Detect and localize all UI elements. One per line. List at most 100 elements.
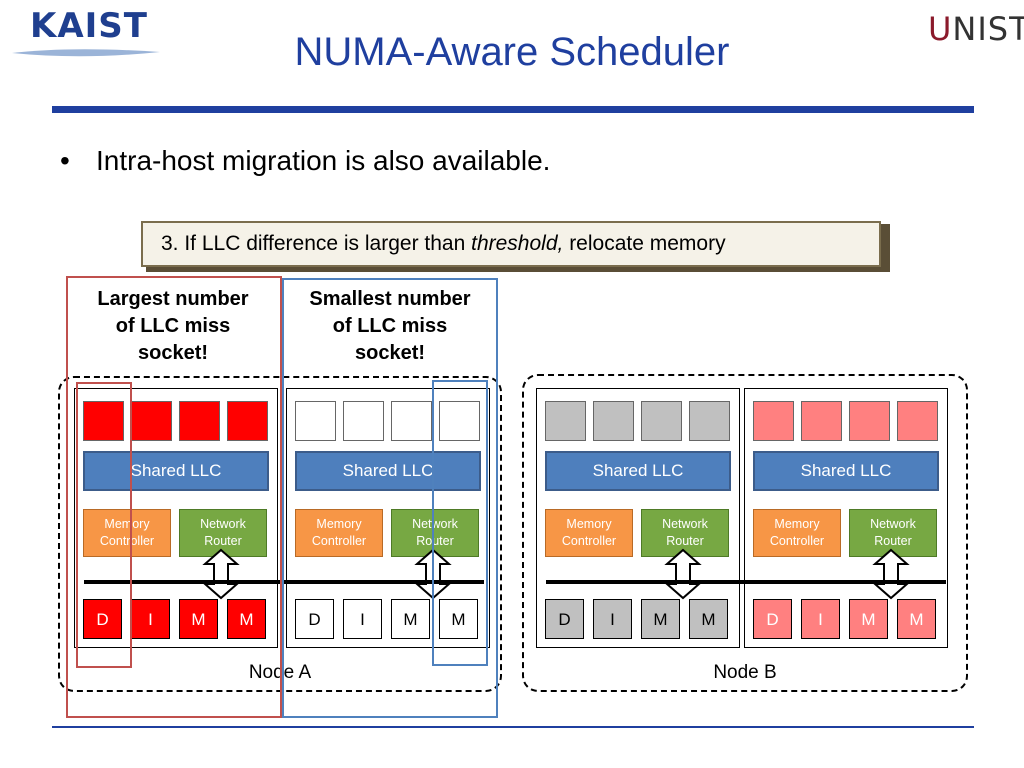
callout-box: 3. If LLC difference is larger than thre… [141, 221, 881, 267]
bullet-marker: • [60, 145, 70, 176]
largest-line-1: Largest number [97, 288, 249, 310]
node-b-box [522, 374, 968, 692]
smallest-miss-highlight [282, 278, 498, 718]
double-arrow-icon [872, 548, 910, 600]
largest-line-2: of LLC miss [115, 315, 231, 337]
dimm-i: I [801, 599, 840, 639]
network-router: Network Router [391, 509, 479, 557]
network-router-line-2: Router [416, 534, 454, 548]
dimm-i: I [343, 599, 382, 639]
memory-controller-line-1: Memory [316, 517, 362, 531]
dimm-i: I [593, 599, 632, 639]
dimm-m: M [227, 599, 266, 639]
memory-controller: Memory Controller [753, 509, 841, 557]
memory-controller-line-1: Memory [566, 517, 612, 531]
memory-controller-line-1: Memory [774, 517, 820, 531]
core [897, 401, 938, 441]
dimm-m: M [641, 599, 680, 639]
title-rule [52, 106, 974, 113]
network-router: Network Router [641, 509, 729, 557]
unist-logo-u: U [928, 10, 953, 48]
shared-llc-label: Shared LLC [592, 461, 684, 480]
dimm-m: M [689, 599, 728, 639]
network-router-line-2: Router [874, 534, 912, 548]
dimm-label: M [701, 610, 716, 629]
dimm-label: D [308, 610, 321, 629]
core [753, 401, 794, 441]
bullet-item: • Intra-host migration is also available. [60, 145, 550, 177]
node-b-label: Node B [713, 662, 777, 683]
socket-node-b-2: Shared LLC Memory Controller Network Rou… [744, 388, 948, 648]
bullet-text: Intra-host migration is also available. [96, 145, 551, 176]
largest-miss-highlight [66, 276, 282, 718]
double-arrow-icon [664, 548, 702, 600]
memory-controller: Memory Controller [295, 509, 383, 557]
smallest-line-1: Smallest number [309, 288, 471, 310]
callout-prefix: 3. If LLC difference is larger than [161, 232, 472, 255]
footer-rule [52, 726, 974, 728]
shared-llc-label: Shared LLC [342, 461, 434, 480]
core [593, 401, 634, 441]
core [801, 401, 842, 441]
dimm-label: D [558, 610, 571, 629]
callout-italic: threshold, [471, 232, 564, 255]
shared-llc: Shared LLC [753, 451, 939, 491]
kaist-logo-text: KAIST [30, 6, 148, 46]
core [545, 401, 586, 441]
socket-node-a-2: Shared LLC Memory Controller Network Rou… [286, 388, 490, 648]
dimm-label: M [909, 610, 924, 629]
network-router-line-2: Router [204, 534, 242, 548]
dimm-m: M [179, 599, 218, 639]
dimm-d: D [545, 599, 584, 639]
node-a-label: Node A [248, 662, 312, 683]
smallest-miss-dimm-highlight [432, 380, 488, 666]
memory-controller-line-1: Memory [104, 517, 150, 531]
unist-logo: UNIST [928, 10, 1024, 54]
memory-controller: Memory Controller [545, 509, 633, 557]
dimm-label: M [451, 610, 466, 629]
dimm-label: I [360, 610, 365, 629]
core [227, 401, 268, 441]
core [689, 401, 730, 441]
network-router-line-1: Network [870, 517, 916, 531]
smallest-line-2: of LLC miss [332, 315, 448, 337]
shared-llc: Shared LLC [295, 451, 481, 491]
dimm-label: I [818, 610, 823, 629]
dimm-label: M [653, 610, 668, 629]
shared-llc: Shared LLC [545, 451, 731, 491]
dimm-label: I [610, 610, 615, 629]
callout-suffix: relocate memory [563, 232, 726, 255]
core [391, 401, 432, 441]
core [295, 401, 336, 441]
largest-line-3: socket! [137, 342, 209, 364]
core [179, 401, 220, 441]
unist-logo-rest: NIST [952, 10, 1024, 48]
core [849, 401, 890, 441]
core [439, 401, 480, 441]
dimm-label: I [148, 610, 153, 629]
double-arrow-icon [202, 548, 240, 600]
kaist-logo: KAIST [12, 6, 160, 58]
network-router-line-1: Network [200, 517, 246, 531]
memory-controller-line-2: Controller [561, 534, 617, 548]
core [83, 401, 124, 441]
dimm-d: D [295, 599, 334, 639]
dimm-m: M [439, 599, 478, 639]
largest-miss-dimm-highlight [76, 382, 132, 668]
dimm-i: I [131, 599, 170, 639]
dimm-label: M [403, 610, 418, 629]
socket-node-b-1: Shared LLC Memory Controller Network Rou… [536, 388, 740, 648]
dimm-d: D [83, 599, 122, 639]
memory-controller: Memory Controller [83, 509, 171, 557]
slide-title: NUMA-Aware Scheduler [294, 30, 730, 74]
shared-llc: Shared LLC [83, 451, 269, 491]
core [641, 401, 682, 441]
memory-controller-line-2: Controller [311, 534, 367, 548]
socket-node-a-1: Shared LLC Memory Controller Network Rou… [74, 388, 278, 648]
dimm-m: M [849, 599, 888, 639]
network-router-line-1: Network [662, 517, 708, 531]
network-router-line-2: Router [666, 534, 704, 548]
dimm-label: M [239, 610, 254, 629]
memory-controller-line-2: Controller [769, 534, 825, 548]
network-router: Network Router [849, 509, 937, 557]
